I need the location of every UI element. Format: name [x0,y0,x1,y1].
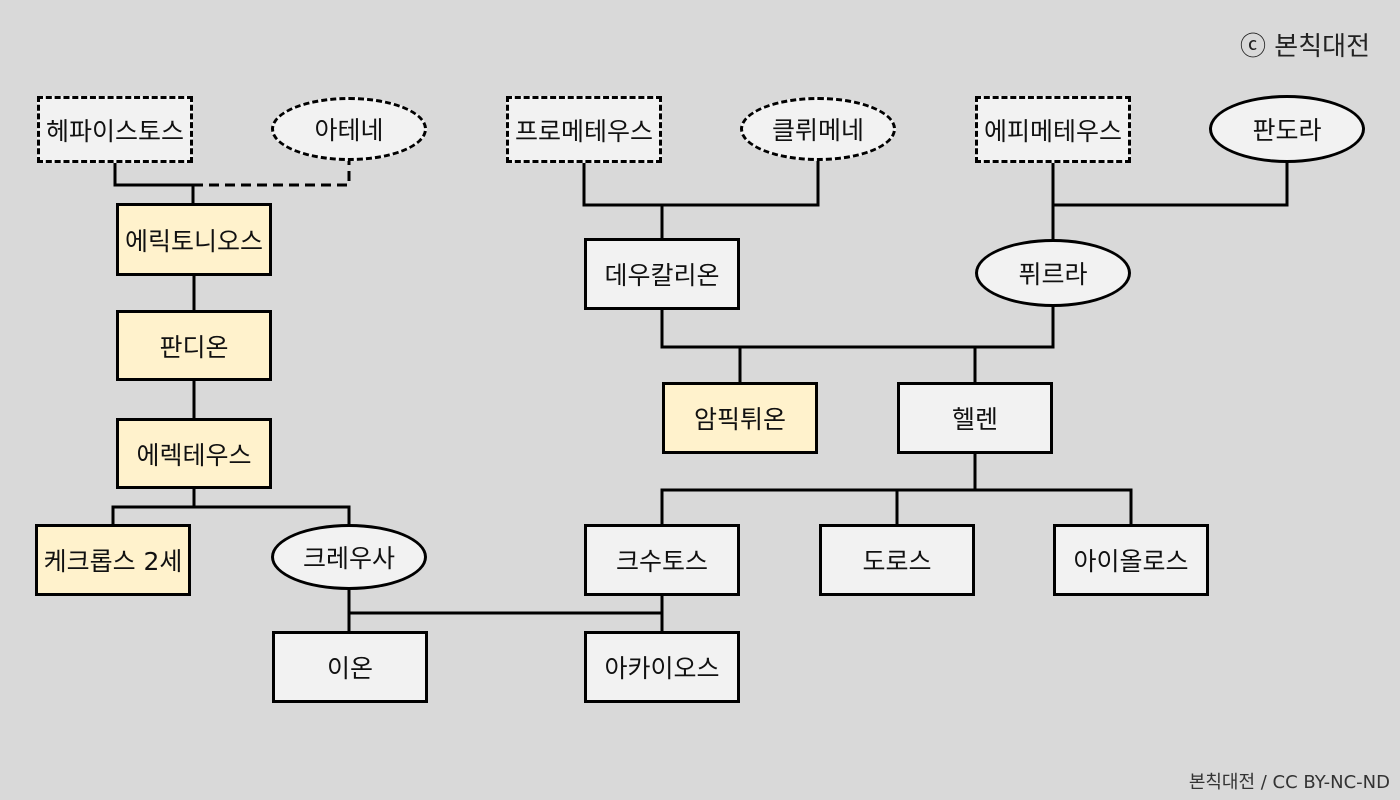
node-deucalion: 데우칼리온 [584,238,740,310]
copyright-watermark: ⓒ 본칙대전 [1240,32,1370,62]
node-aeolus: 아이올로스 [1053,524,1209,596]
node-achaeus: 아카이오스 [584,631,740,703]
edge-deucalion-pyrrha-union [660,305,1055,349]
node-amphictyon: 암픽튀온 [662,382,818,454]
node-pandora: 판도라 [1209,95,1365,163]
node-dorus: 도로스 [819,524,975,596]
node-hellen: 헬렌 [897,382,1053,454]
node-erichthonius: 에릭토니오스 [116,203,272,276]
node-clymene: 클뤼메네 [740,97,896,161]
edge-erechtheus-children [111,505,351,526]
license-credit: 본칙대전 / CC BY-NC-ND [1188,772,1390,793]
node-ion: 이온 [272,631,428,703]
edge-prometheus-clymene-union [582,159,820,207]
node-athena: 아테네 [271,97,427,161]
node-xuthus: 크수토스 [584,524,740,596]
node-cecrops-2: 케크롭스 2세 [35,524,191,596]
edge-athena-union-dashed [193,161,351,187]
node-pyrrha: 퓌르라 [975,239,1131,307]
edge-epimetheus-pandora-union [1051,161,1289,207]
node-pandion: 판디온 [116,310,272,381]
edge-hephaestus-union [113,161,195,187]
node-creusa: 크레우사 [271,524,427,590]
node-erechtheus: 에렉테우스 [116,418,272,489]
node-epimetheus: 에피메테우스 [975,96,1131,163]
node-prometheus: 프로메테우스 [506,96,662,163]
node-hephaestus: 헤파이스토스 [37,96,193,163]
